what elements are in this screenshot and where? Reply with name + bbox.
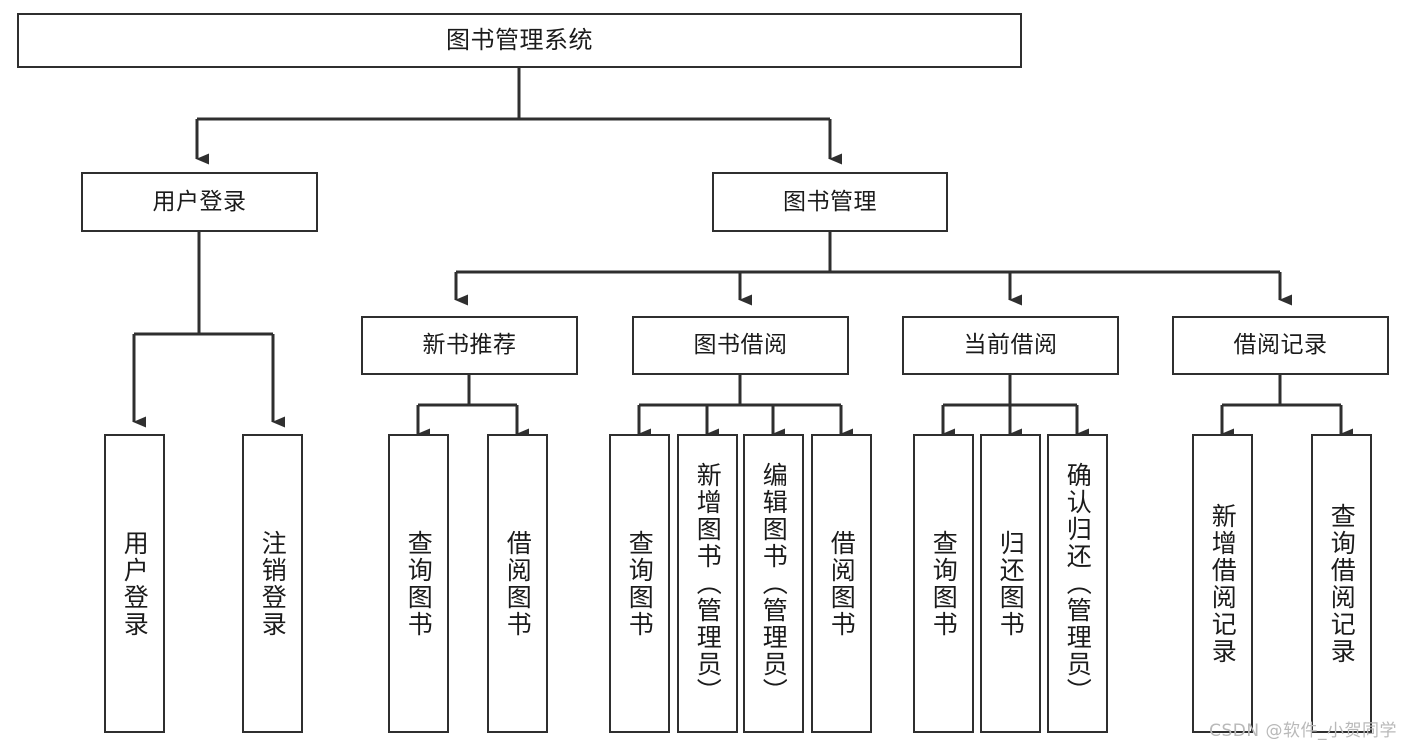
leaf-borrow-book-1[interactable]: 借阅图书 (487, 434, 548, 733)
node-book-manage-label: 图书管理 (783, 188, 877, 215)
leaf-query-book-1[interactable]: 查询图书 (388, 434, 449, 733)
leaf-logout[interactable]: 注销登录 (242, 434, 303, 733)
leaf-query-book-2[interactable]: 查询图书 (609, 434, 670, 733)
leaf-borrow-book-2-label: 借阅图书 (827, 529, 857, 638)
node-root[interactable]: 图书管理系统 (17, 13, 1022, 68)
node-user-login-label: 用户登录 (152, 188, 247, 215)
leaf-add-record[interactable]: 新增借阅记录 (1192, 434, 1253, 733)
leaf-add-book[interactable]: 新增图书（管理员） (677, 434, 738, 733)
leaf-borrow-book-1-label: 借阅图书 (503, 529, 533, 638)
leaf-borrow-book-2[interactable]: 借阅图书 (811, 434, 872, 733)
node-root-label: 图书管理系统 (446, 25, 593, 54)
leaf-user-login[interactable]: 用户登录 (104, 434, 165, 733)
node-borrow-record[interactable]: 借阅记录 (1172, 316, 1389, 375)
leaf-user-login-label: 用户登录 (120, 529, 150, 638)
leaf-add-record-label: 新增借阅记录 (1208, 502, 1238, 665)
leaf-query-book-2-label: 查询图书 (625, 529, 655, 638)
leaf-edit-book-label: 编辑图书（管理员） (759, 462, 789, 705)
node-current-borrow[interactable]: 当前借阅 (902, 316, 1119, 375)
node-book-borrow[interactable]: 图书借阅 (632, 316, 849, 375)
node-book-borrow-label: 图书借阅 (693, 332, 788, 359)
node-borrow-record-label: 借阅记录 (1233, 332, 1328, 359)
leaf-query-record[interactable]: 查询借阅记录 (1311, 434, 1372, 733)
leaf-query-record-label: 查询借阅记录 (1327, 502, 1357, 665)
leaf-add-book-label: 新增图书（管理员） (693, 462, 723, 705)
leaf-edit-book[interactable]: 编辑图书（管理员） (743, 434, 804, 733)
leaf-query-book-1-label: 查询图书 (404, 529, 434, 638)
leaf-query-book-3[interactable]: 查询图书 (913, 434, 974, 733)
leaf-query-book-3-label: 查询图书 (929, 529, 959, 638)
leaf-confirm-return[interactable]: 确认归还（管理员） (1047, 434, 1108, 733)
node-user-login[interactable]: 用户登录 (81, 172, 318, 232)
leaf-return-book[interactable]: 归还图书 (980, 434, 1041, 733)
leaf-return-book-label: 归还图书 (996, 529, 1026, 638)
node-current-borrow-label: 当前借阅 (963, 332, 1058, 359)
node-new-book-rec-label: 新书推荐 (422, 332, 517, 359)
node-book-manage[interactable]: 图书管理 (712, 172, 948, 232)
leaf-logout-label: 注销登录 (258, 529, 288, 638)
node-new-book-rec[interactable]: 新书推荐 (361, 316, 578, 375)
csdn-watermark: CSDN @软件_小贺同学 (1209, 721, 1397, 741)
leaf-confirm-return-label: 确认归还（管理员） (1063, 462, 1093, 705)
